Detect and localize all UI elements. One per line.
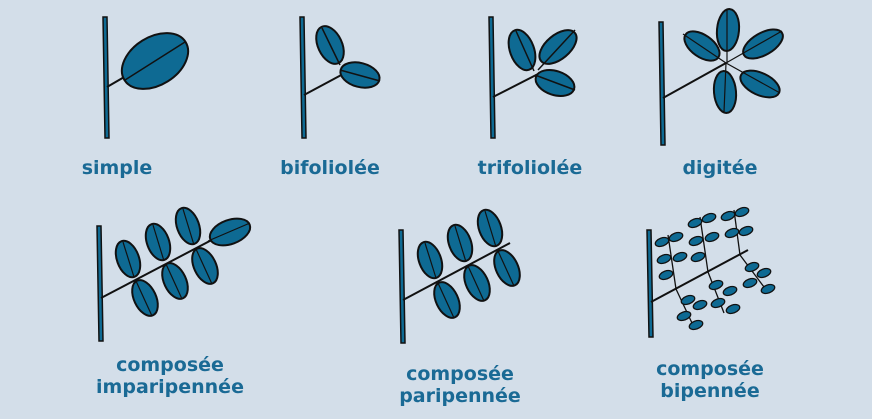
label-digitee: digitée [660,157,780,179]
label-paripennee-line1: composée [370,363,550,385]
label-imparipennee-line2: imparipennée [65,376,275,398]
label-bipennee-line1: composée [630,358,790,380]
label-paripennee-line2: paripennée [370,385,550,407]
label-paripennee: composée paripennée [370,363,550,407]
label-bifoliolee: bifoliolée [260,157,400,179]
label-imparipennee: composée imparipennée [65,354,275,398]
label-bipennee-line2: bipennée [630,380,790,402]
label-simple: simple [62,157,172,179]
bifoliolee-leaf-illustration [290,15,400,145]
digitee-leaf-illustration [650,8,790,148]
trifoliolee-leaf-illustration [480,15,590,145]
imparipennee-leaf-illustration [90,206,260,346]
simple-leaf-illustration [95,15,205,145]
label-bipennee: composée bipennée [630,358,790,402]
paripennee-leaf-illustration [390,208,540,348]
label-trifoliolee: trifoliolée [460,157,600,179]
label-imparipennee-line1: composée [65,354,275,376]
bipennee-leaf-illustration [640,205,790,340]
